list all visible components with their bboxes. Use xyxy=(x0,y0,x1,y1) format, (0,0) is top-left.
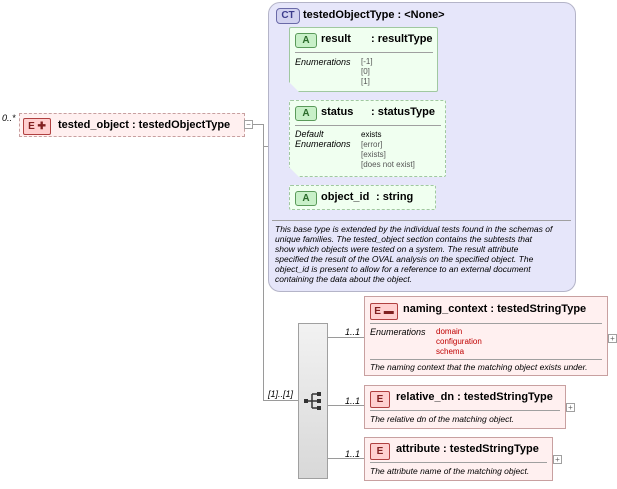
connector-child-attribute xyxy=(328,458,364,459)
expand-toggle[interactable]: + xyxy=(608,334,617,343)
element-icon: E ▬ xyxy=(370,303,398,320)
element-separator xyxy=(370,462,547,463)
sequence-icon xyxy=(304,392,321,410)
complex-type-description-line: containing the data about the object. xyxy=(275,274,413,284)
enumeration-value: [0] xyxy=(361,67,370,76)
attribute-status-name: status xyxy=(321,106,354,118)
enumeration-value: [error] xyxy=(361,140,383,149)
element-relative-dn[interactable]: E relative_dn : testedStringType The rel… xyxy=(364,385,566,429)
complex-type-description-line: show which objects were tested on a syst… xyxy=(275,244,519,254)
expand-toggle[interactable]: + xyxy=(553,455,562,464)
element-attribute[interactable]: E attribute : testedStringType The attri… xyxy=(364,437,553,481)
attribute-object-id-type: : string xyxy=(376,191,414,203)
enumerations-label: Enumerations xyxy=(295,139,351,149)
attribute-separator xyxy=(295,125,441,126)
attribute-result-name: result xyxy=(321,33,351,45)
enumerations-label: Enumerations xyxy=(295,57,351,67)
enumeration-value: [exists] xyxy=(361,150,386,159)
complex-type-description-line: specified the result of the OVAL analysi… xyxy=(275,254,534,264)
expand-toggle[interactable]: + xyxy=(566,403,575,412)
default-value: exists xyxy=(361,130,382,139)
connector-trunk xyxy=(263,124,264,400)
enumeration-value: domain xyxy=(436,327,463,336)
attribute-object-id-name: object_id xyxy=(321,191,370,203)
element-naming-context-name: naming_context : testedStringType xyxy=(403,303,587,315)
enumerations-label: Enumerations xyxy=(370,327,426,337)
element-description: The relative dn of the matching object. xyxy=(370,414,515,424)
root-element-tested-object[interactable]: E ✚ tested_object : testedObjectType xyxy=(19,113,245,137)
element-separator xyxy=(370,359,602,360)
element-separator xyxy=(370,323,602,324)
connector-child-naming-context xyxy=(328,337,364,338)
child-cardinality: 1..1 xyxy=(345,449,361,459)
attribute-result[interactable]: A result : resultType Enumerations [-1] … xyxy=(289,27,438,92)
element-children-icon: ✚ xyxy=(34,121,46,132)
enumeration-value: [does not exist] xyxy=(361,160,415,169)
element-separator xyxy=(370,410,560,411)
element-icon: E xyxy=(370,391,390,408)
root-collapse-toggle[interactable]: − xyxy=(244,120,253,129)
attribute-status-type: : statusType xyxy=(371,106,435,118)
complex-type-icon: CT xyxy=(276,8,300,24)
element-icon: E ✚ xyxy=(23,118,51,135)
connector-to-sequence xyxy=(263,400,298,401)
child-cardinality: 1..1 xyxy=(345,327,361,337)
root-element-name: tested_object : testedObjectType xyxy=(58,119,231,131)
element-attribute-name: attribute : testedStringType xyxy=(396,443,539,455)
complex-type-description-line: unique families. The tested_object secti… xyxy=(275,234,533,244)
connector-root-to-ct xyxy=(246,124,264,125)
sequence-cardinality: [1]..[1] xyxy=(268,389,294,399)
complex-type-separator xyxy=(272,220,571,221)
attribute-icon: A xyxy=(295,33,317,48)
sequence-compositor[interactable] xyxy=(298,323,328,479)
attribute-separator xyxy=(295,52,433,53)
element-relative-dn-name: relative_dn : testedStringType xyxy=(396,391,553,403)
child-cardinality: 1..1 xyxy=(345,396,361,406)
element-naming-context[interactable]: E ▬ naming_context : testedStringType En… xyxy=(364,296,608,376)
element-icon: E xyxy=(370,443,390,460)
default-label: Default xyxy=(295,129,324,139)
attribute-icon: A xyxy=(295,191,317,206)
attribute-object-id[interactable]: A object_id : string xyxy=(289,185,436,210)
enumeration-value: [-1] xyxy=(361,57,373,66)
element-description: The attribute name of the matching objec… xyxy=(370,466,530,476)
attribute-status[interactable]: A status : statusType Default exists Enu… xyxy=(289,100,446,177)
attribute-icon: A xyxy=(295,106,317,121)
complex-type-description-line: This base type is extended by the indivi… xyxy=(275,224,553,234)
enumeration-value: [1] xyxy=(361,77,370,86)
connector-child-relative-dn xyxy=(328,405,364,406)
element-simple-content-icon: ▬ xyxy=(380,306,394,317)
enumeration-value: schema xyxy=(436,347,465,356)
complex-type-description-line: object_id is present to allow for a refe… xyxy=(275,264,531,274)
element-description: The naming context that the matching obj… xyxy=(370,362,588,372)
root-cardinality: 0..* xyxy=(2,113,16,123)
attribute-result-type: : resultType xyxy=(371,33,433,45)
complex-type-title: testedObjectType : <None> xyxy=(303,9,445,21)
enumeration-value: configuration xyxy=(436,337,482,346)
